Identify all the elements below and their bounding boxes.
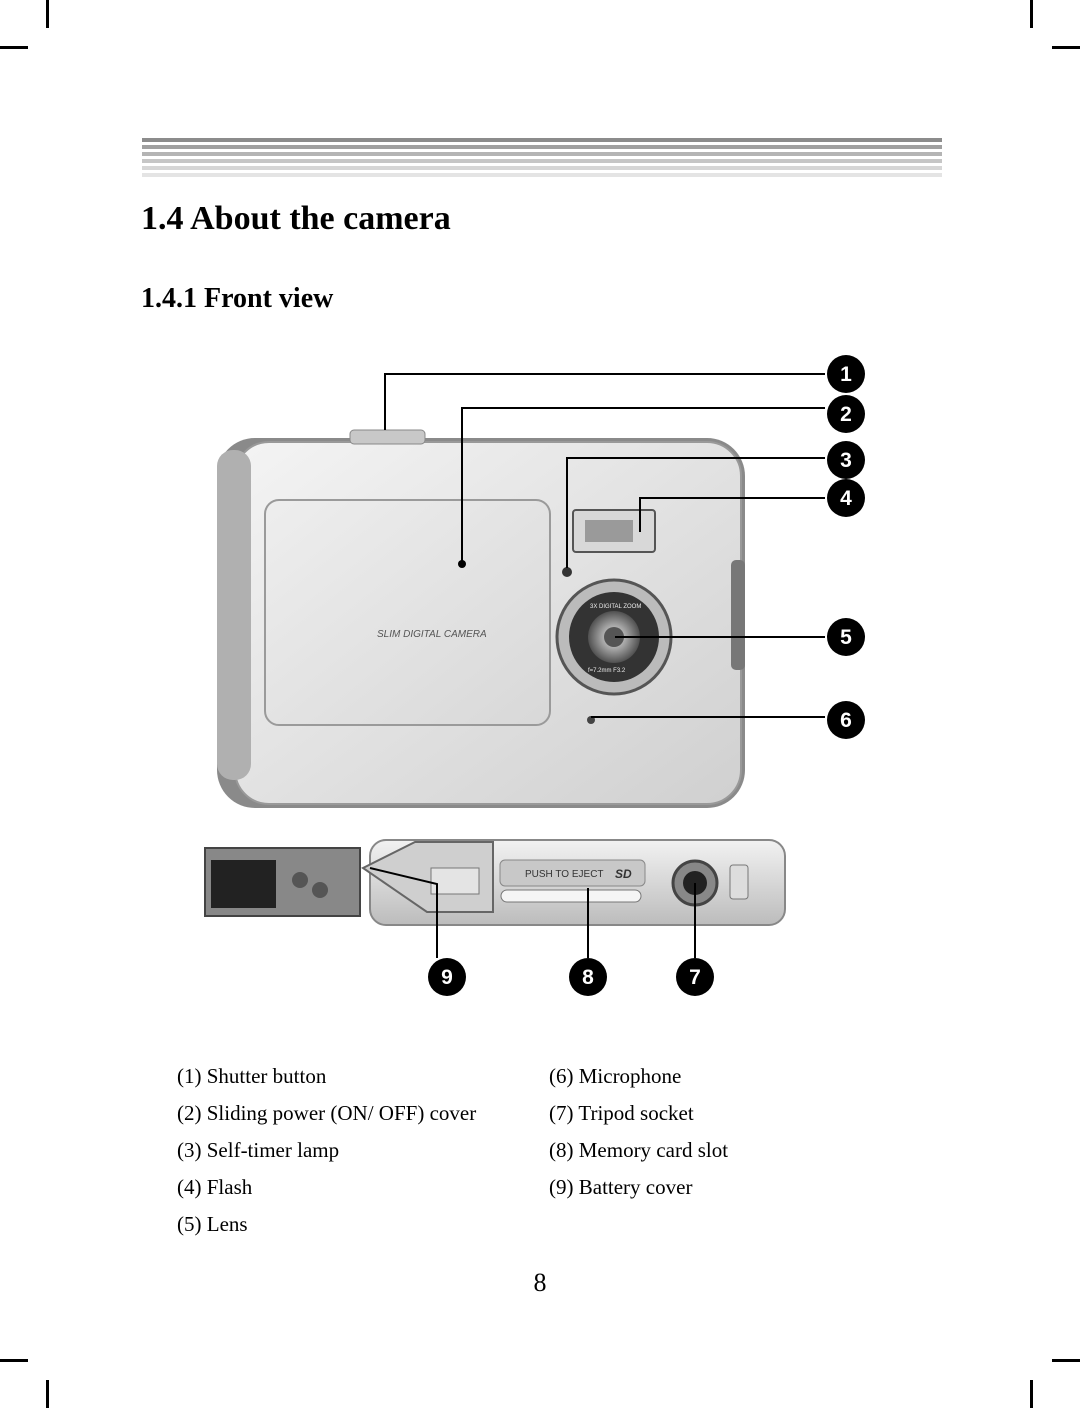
callout-1: 1 (827, 355, 865, 393)
callout-lines (369, 373, 825, 958)
legend-item: (1) Shutter button (177, 1064, 327, 1088)
crop-mark (1030, 1380, 1033, 1408)
callout-9-label: 9 (441, 966, 453, 989)
callout-8-label: 8 (582, 966, 594, 989)
callout-3: 3 (827, 441, 865, 479)
legend-right-column: (6) Microphone (7) Tripod socket (8) Mem… (549, 1062, 728, 1210)
camera-bottom-view: PUSH TO EJECT SD (204, 839, 786, 926)
callout-7: 7 (676, 958, 714, 996)
card-slot-label: PUSH TO EJECT (525, 869, 604, 880)
legend-item: (9) Battery cover (549, 1175, 693, 1199)
lens: 3X DIGITAL ZOOM f=7.2mm F3.2 (555, 578, 673, 696)
callout-2-label: 2 (840, 403, 852, 426)
callout-7-label: 7 (689, 966, 701, 989)
camera-label: SLIM DIGITAL CAMERA (377, 629, 487, 640)
legend-item: (2) Sliding power (ON/ OFF) cover (177, 1101, 477, 1125)
crop-mark (46, 1380, 49, 1408)
section-title: 1.4 About the camera (141, 200, 451, 237)
callout-5-label: 5 (840, 626, 852, 649)
crop-mark (1030, 0, 1033, 28)
legend-item: (4) Flash (177, 1175, 253, 1199)
crop-mark (0, 1359, 28, 1362)
lens-ring-bottom-text: f=7.2mm F3.2 (588, 668, 626, 674)
lens-ring-top-text: 3X DIGITAL ZOOM (590, 604, 641, 610)
crop-mark (1052, 46, 1080, 49)
callout-4: 4 (827, 479, 865, 517)
flash (572, 509, 656, 553)
callout-3-label: 3 (840, 449, 852, 472)
callout-5: 5 (827, 618, 865, 656)
callout-1-label: 1 (840, 363, 852, 386)
callout-2: 2 (827, 395, 865, 433)
subsection-title: 1.4.1 Front view (141, 283, 334, 314)
crop-mark (1052, 1359, 1080, 1362)
crop-mark (0, 46, 28, 49)
callout-9: 9 (428, 958, 466, 996)
callout-4-label: 4 (840, 487, 852, 510)
callout-6-label: 6 (840, 709, 852, 732)
shutter-button-shape (349, 429, 426, 445)
legend-item: (3) Self-timer lamp (177, 1138, 340, 1162)
legend-item: (6) Microphone (549, 1064, 682, 1088)
legend-item: (7) Tripod socket (549, 1101, 694, 1125)
callout-8: 8 (569, 958, 607, 996)
sliding-cover: SLIM DIGITAL CAMERA (264, 499, 551, 726)
legend-left-column: (1) Shutter button (2) Sliding power (ON… (177, 1062, 476, 1247)
page-number: 8 (533, 1268, 547, 1297)
legend-item: (8) Memory card slot (549, 1138, 729, 1162)
sd-logo: SD (615, 867, 632, 881)
crop-mark (46, 0, 49, 28)
legend-item: (5) Lens (177, 1212, 248, 1236)
header-decoration (142, 138, 942, 188)
self-timer-lamp (562, 567, 572, 577)
callout-6: 6 (827, 701, 865, 739)
camera-front-view-illustration: SLIM DIGITAL CAMERA 3X DIGITAL ZOOM f=7.… (204, 355, 865, 996)
